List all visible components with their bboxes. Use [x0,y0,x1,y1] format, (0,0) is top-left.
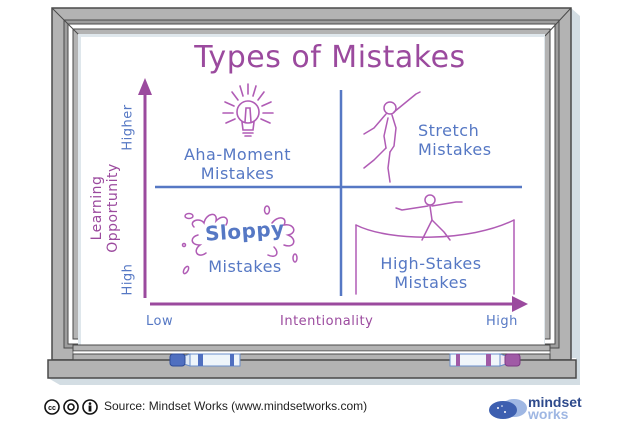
quadrant-aha-moment: Aha-Moment Mistakes [170,145,305,183]
blue-marker[interactable] [168,353,242,367]
svg-text:cc: cc [48,405,56,412]
source-credit: Source: Mindset Works (www.mindsetworks.… [104,399,368,413]
quadrant-subtitle: Mistakes [200,164,275,183]
splash-icon [181,205,298,275]
logo-line1: mindset [528,394,582,410]
x-axis-low-label: Low [146,314,174,329]
purple-marker[interactable] [448,353,522,367]
attribution-person-icon [82,399,98,415]
quadrant-title: Stretch [418,121,480,140]
page-title: Types of Mistakes [194,40,466,75]
mindset-works-logo[interactable]: mindset works [488,394,598,422]
quadrant-subtitle: Mistakes [394,273,468,292]
x-axis-high-label: High [486,314,518,329]
y-axis-high-label: Higher [120,104,136,151]
by-icon [63,399,79,415]
x-axis-label: Intentionality [280,314,374,329]
lightbulb-icon [222,83,274,137]
y-axis-low-label: High [120,263,136,296]
quadrant-title: Aha-Moment [183,145,292,164]
y-axis-label: Learning Opportunity [89,163,121,253]
quadrant-stretch: Stretch Mistakes [418,121,518,159]
logo-line2: works [528,406,569,422]
quadrant-sloppy-subtitle: Mistakes [208,257,282,276]
cc-icon: cc [44,399,60,415]
quadrant-title: High-Stakes [380,254,482,273]
quadrant-high-stakes: High-Stakes Mistakes [366,254,496,292]
quadrant-subtitle: Mistakes [418,140,492,159]
brain-icon [489,399,527,419]
stretching-person-icon [363,91,421,183]
tightrope-walker-icon [355,194,515,295]
